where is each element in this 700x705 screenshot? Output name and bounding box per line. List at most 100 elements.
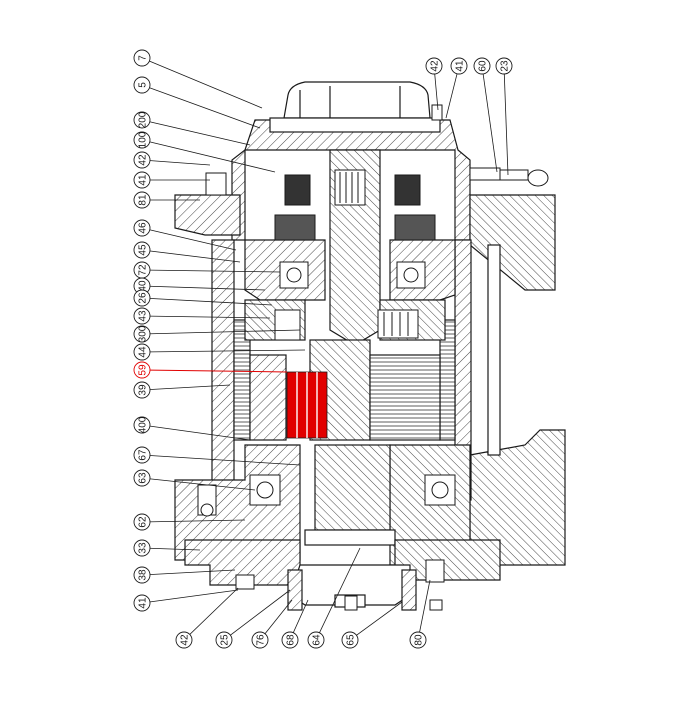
callout-number: 7 <box>138 55 149 61</box>
callout-left-400: 400 <box>133 416 251 441</box>
callout-number: 81 <box>138 194 149 206</box>
leader-line <box>141 227 237 251</box>
callout-circle <box>133 191 151 209</box>
callout-left-62: 62 <box>133 513 246 531</box>
callout-top-42: 42 <box>425 57 443 111</box>
callout-circle <box>133 325 151 343</box>
callout-bottom-65: 65 <box>341 601 403 649</box>
callout-circle <box>175 631 193 649</box>
callout-bottom-25: 25 <box>215 589 291 649</box>
leader-line <box>445 65 460 119</box>
leader-line <box>141 349 306 353</box>
callout-circle <box>133 151 151 169</box>
callout-left-63: 63 <box>133 469 256 491</box>
leader-line <box>481 65 498 173</box>
leader-line <box>141 315 271 319</box>
callout-circle <box>133 594 151 612</box>
callout-circle <box>251 631 269 649</box>
callout-circle <box>307 631 325 649</box>
housing-cross-section <box>174 81 566 611</box>
callout-left-42: 42 <box>133 151 211 169</box>
callout-number: 42 <box>430 60 441 72</box>
leader-line <box>141 249 241 263</box>
callout-circle <box>133 76 151 94</box>
callout-bottom-42: 42 <box>175 587 239 649</box>
callout-left-45: 45 <box>133 241 241 263</box>
callout-number: 42 <box>180 634 191 646</box>
callout-circle <box>133 289 151 307</box>
callout-circle <box>133 416 151 434</box>
callout-number: 400 <box>138 416 149 433</box>
callout-left-39: 39 <box>133 381 231 399</box>
leader-line <box>349 601 403 641</box>
callout-left-44: 44 <box>133 343 306 361</box>
leader-line <box>141 477 256 491</box>
leader-line <box>141 119 251 146</box>
leader-line <box>141 57 263 109</box>
callout-top-41: 41 <box>445 57 468 119</box>
callout-number: 72 <box>138 264 149 276</box>
leader-line <box>141 297 273 306</box>
callout-left-100: 100 <box>133 131 276 173</box>
leader-line <box>259 599 293 641</box>
leader-line <box>141 159 211 166</box>
callout-bottom-68: 68 <box>281 599 309 649</box>
leader-line <box>141 139 276 173</box>
callout-circle <box>341 631 359 649</box>
callout-number: 46 <box>138 222 149 234</box>
callout-number: 39 <box>138 384 149 396</box>
callout-left-72: 72 <box>133 261 281 279</box>
callout-bottom-80: 80 <box>409 579 431 649</box>
callout-layer: 7520010042418146457240264330044593940067… <box>133 49 513 649</box>
callout-circle <box>450 57 468 75</box>
callout-number: 26 <box>138 292 149 304</box>
callout-number: 63 <box>138 472 149 484</box>
callout-left-38: 38 <box>133 566 236 584</box>
callout-circle <box>133 539 151 557</box>
leader-line <box>141 384 231 391</box>
callout-number: 44 <box>138 346 149 358</box>
callout-circle <box>473 57 491 75</box>
callout-number: 62 <box>138 516 149 528</box>
callout-top-23: 23 <box>495 57 513 176</box>
leader-line <box>183 587 239 641</box>
leader-line <box>141 424 251 441</box>
callout-circle <box>133 566 151 584</box>
callout-number: 45 <box>138 244 149 256</box>
leader-line <box>141 569 236 576</box>
callout-circle <box>133 513 151 531</box>
callout-left-41: 41 <box>133 171 210 189</box>
callout-circle <box>133 446 151 464</box>
grease-fitting <box>431 104 549 187</box>
callout-left-7: 7 <box>133 49 263 109</box>
callout-number: 42 <box>138 154 149 166</box>
planetary-gears <box>274 309 419 341</box>
callout-left-33: 33 <box>133 539 201 557</box>
callout-circle <box>409 631 427 649</box>
callout-number: 23 <box>500 60 511 72</box>
callout-number: 64 <box>312 634 323 646</box>
callout-number: 76 <box>256 634 267 646</box>
brake-assembly <box>274 169 436 241</box>
callout-left-81: 81 <box>133 191 200 209</box>
callout-number: 59 <box>138 364 149 376</box>
callout-number: 67 <box>138 449 149 461</box>
callout-left-200: 200 <box>133 111 251 146</box>
callout-left-300: 300 <box>133 325 301 343</box>
leader-line <box>141 269 281 273</box>
callout-number: 41 <box>138 174 149 186</box>
callout-left-59: 59 <box>133 361 288 379</box>
callout-left-26: 26 <box>133 289 273 307</box>
callout-number: 300 <box>138 325 149 342</box>
leader-line <box>503 65 509 176</box>
bolts <box>205 172 445 611</box>
highlighted-part-59 <box>286 371 328 439</box>
leader-line <box>141 519 246 523</box>
leader-line <box>141 329 301 335</box>
callout-left-41: 41 <box>133 589 239 612</box>
callout-left-67: 67 <box>133 446 301 466</box>
callout-left-46: 46 <box>133 219 237 251</box>
callout-circle <box>133 307 151 325</box>
leader-line <box>141 84 261 129</box>
